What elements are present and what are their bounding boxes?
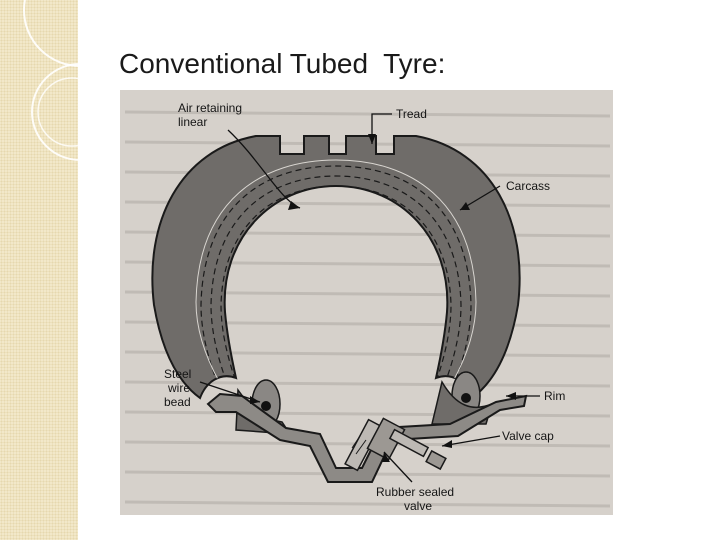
- rim: [206, 392, 528, 483]
- tyre-body: [151, 135, 521, 400]
- label-steel-line1: Steel: [164, 367, 191, 381]
- label-rubber-line2: valve: [404, 499, 432, 513]
- label-carcass: Carcass: [506, 179, 550, 193]
- label-air-retaining-line2: linear: [178, 115, 207, 129]
- label-rubber-line1: Rubber sealed: [376, 485, 454, 499]
- tyre-diagram: Air retaining linear Tread Carcass Steel…: [120, 90, 613, 515]
- decorative-circles: [23, 0, 120, 161]
- label-valve-cap: Valve cap: [502, 429, 554, 443]
- label-rim: Rim: [544, 389, 565, 403]
- label-tread: Tread: [396, 107, 427, 121]
- leader-arrowheads: [250, 134, 516, 462]
- slide-title: Conventional Tubed Tyre:: [119, 48, 446, 79]
- label-steel-line3: bead: [164, 395, 191, 409]
- label-air-retaining-line1: Air retaining: [178, 101, 242, 115]
- label-steel-line2: wire: [167, 381, 190, 395]
- valve: [344, 417, 447, 472]
- decorative-side-strip: [0, 0, 78, 540]
